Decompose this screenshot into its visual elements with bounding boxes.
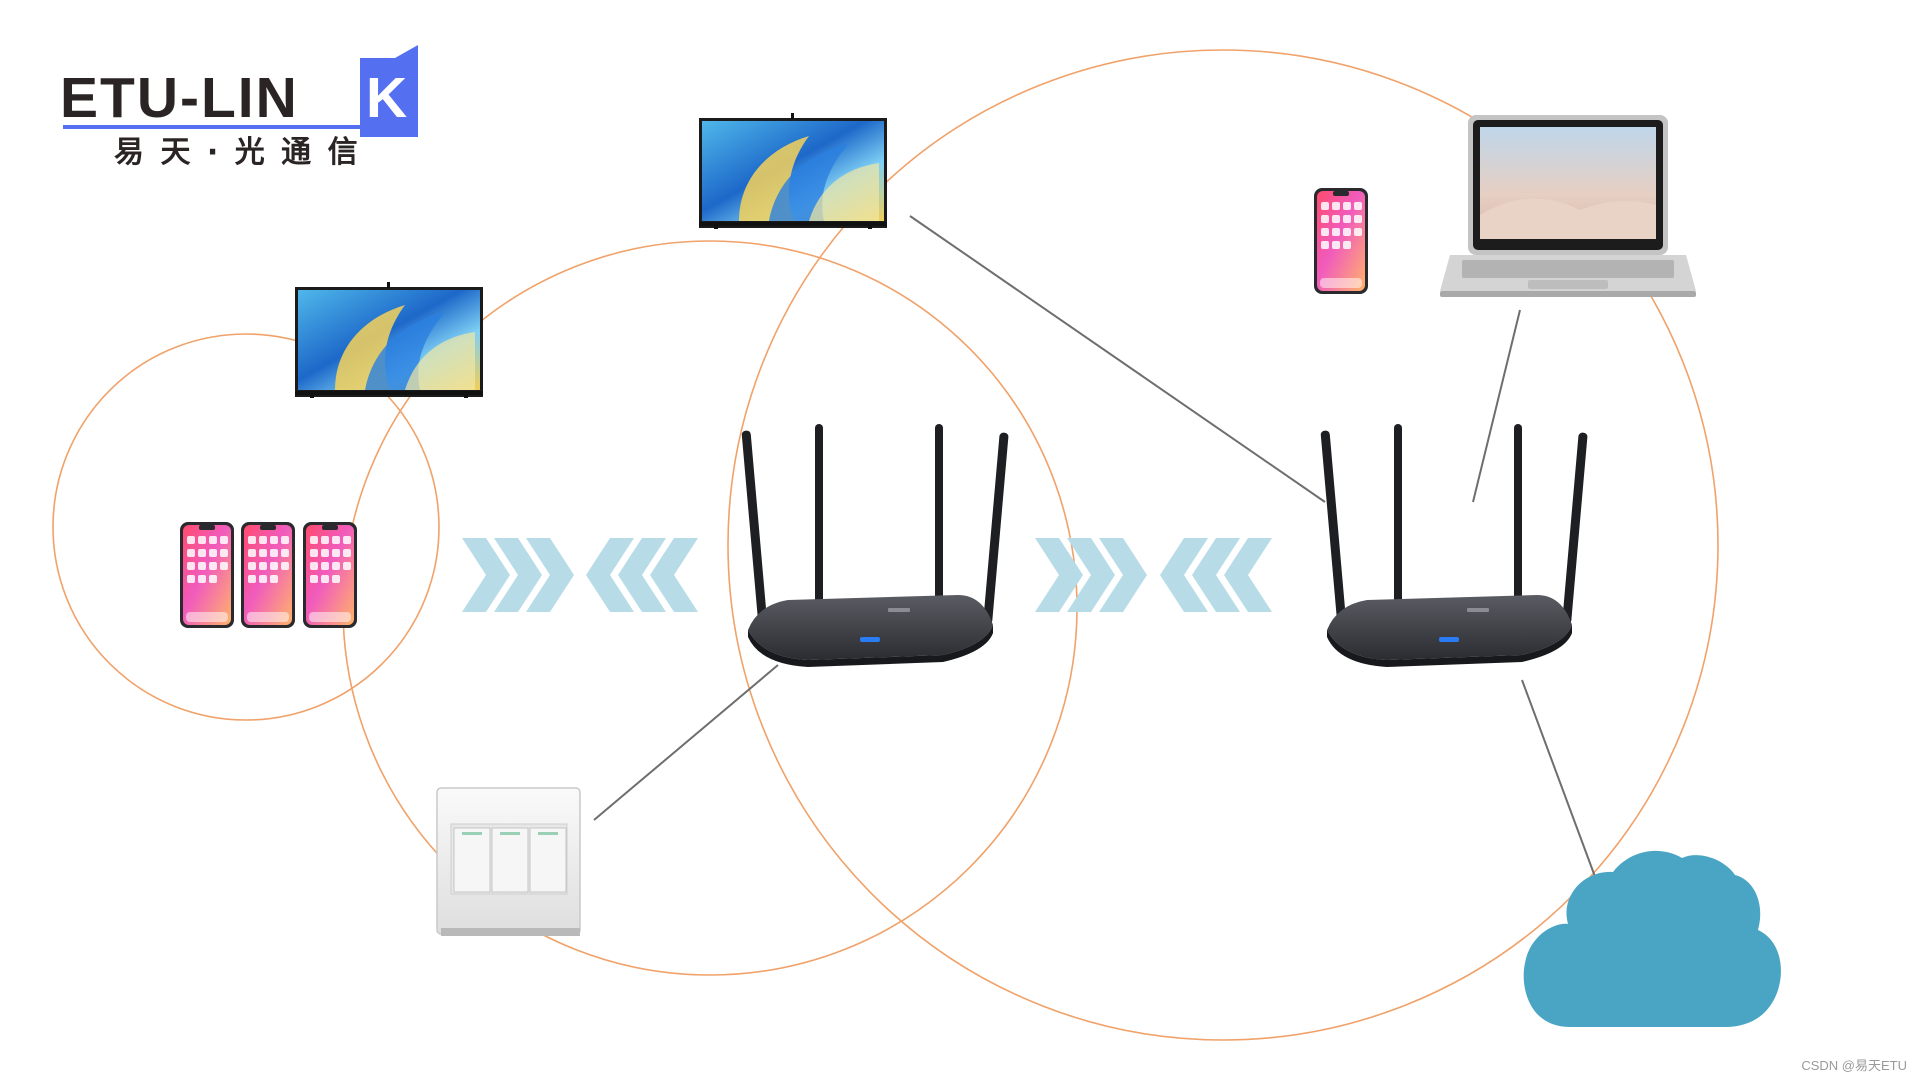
coverage-circle-small [52, 333, 440, 721]
logo-subtitle: 易 天 · 光 通 信 [114, 135, 361, 170]
logo-text: ETU-LIN [60, 66, 299, 130]
coverage-circle-large [727, 49, 1719, 1041]
link-switch-to-router-left [593, 664, 779, 821]
logo-k-letter: K [366, 66, 407, 130]
chevrons-left-icon [586, 538, 698, 612]
wifi-router-icon [1320, 424, 1588, 667]
wall-switch-icon [436, 787, 581, 936]
chevrons-right-icon [462, 538, 574, 612]
wifi-router-icon [741, 424, 1009, 667]
tv-icon [699, 113, 887, 229]
smartphone-icon [303, 522, 357, 628]
watermark: CSDN @易天ETU [1801, 1058, 1907, 1073]
laptop-icon [1440, 115, 1696, 297]
tv-icon [295, 282, 483, 398]
cloud-icon [1523, 850, 1781, 1027]
chevrons-right-icon [1035, 538, 1147, 612]
smartphone-icon [180, 522, 234, 628]
logo-underline [63, 125, 363, 129]
link-laptop-to-router-right [1472, 309, 1521, 503]
logo-k-badge-box [360, 58, 418, 137]
chevrons-left-icon [1160, 538, 1272, 612]
link-tv-to-router-right [909, 215, 1326, 503]
link-router-right-to-cloud [1521, 679, 1598, 883]
smartphone-icon [1314, 188, 1368, 294]
smartphone-icon [241, 522, 295, 628]
logo: ETU-LIN K 易 天 · 光 通 信 [60, 45, 418, 170]
